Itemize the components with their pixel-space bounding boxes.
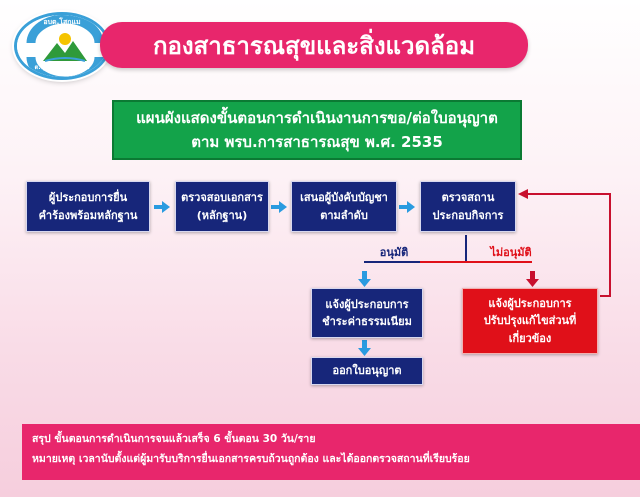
step-label-line: เกี่ยวข้อง <box>508 331 552 345</box>
step-propose-supervisor: เสนอผู้บังคับบัญชา ตามลำดับ <box>291 181 397 232</box>
banner-title-line: แผนผังแสดงขั้นตอนการดำเนินงานการขอ/ต่อใบ… <box>136 109 498 127</box>
branch-lines <box>364 235 532 263</box>
reject-label: ไม่อนุมัติ <box>490 246 532 259</box>
step-label-line: ตรวจสอบเอกสาร <box>181 191 263 205</box>
step-issue-license: ออกใบอนุญาต <box>311 357 423 385</box>
arrow-reject-feedback-loop <box>518 189 611 297</box>
step-label-line: เสนอผู้บังคับบัญชา <box>300 191 388 205</box>
step-label-line: (หลักฐาน) <box>196 208 248 222</box>
summary-footer: สรุป ขั้นตอนการดำเนินการจนแล้วเสร็จ 6 ขั… <box>22 424 640 480</box>
arrow-step2-to-step3 <box>271 201 287 213</box>
approve-label: อนุมัติ <box>379 246 409 259</box>
arrow-fee-to-license <box>358 340 371 356</box>
organization-logo <box>14 12 110 80</box>
step-notify-pay-fee: แจ้งผู้ประกอบการ ชำระค่าธรรมเนียม <box>311 288 423 338</box>
page-title: กองสาธารณสุขและสิ่งแวดล้อม <box>100 22 528 68</box>
procedure-banner: แผนผังแสดงขั้นตอนการดำเนินงานการขอ/ต่อใบ… <box>112 100 522 160</box>
note-text: หมายเหตุ เวลานับตั้งแต่ผู้มารับบริการยื่… <box>32 452 470 465</box>
arrow-approve-down <box>358 271 371 287</box>
arrow-reject-down <box>526 271 539 287</box>
step-label-line: แจ้งผู้ประกอบการ <box>488 297 572 311</box>
step-label-line: ออกใบอนุญาต <box>332 364 402 378</box>
step-label-line: ตรวจสถาน <box>441 191 495 205</box>
step-label-line: ปรับปรุงแก้ไขส่วนที่ <box>483 314 577 328</box>
step-label-line: คำร้องพร้อมหลักฐาน <box>38 208 138 222</box>
step-label-line: ประกอบกิจการ <box>432 208 504 222</box>
arrow-step1-to-step2 <box>154 201 170 213</box>
step-label-line: ผู้ประกอบการยื่น <box>48 191 128 205</box>
step-label-line: ชำระค่าธรรมเนียม <box>322 315 412 328</box>
step-check-documents: ตรวจสอบเอกสาร (หลักฐาน) <box>175 181 269 232</box>
logo-bottom-text: ต.ทุ่งนนทรี อ.เสิงสาง <box>34 64 90 71</box>
banner-subtitle-line: ตาม พรบ.การสาธารณสุข พ.ศ. 2535 <box>191 133 443 151</box>
logo-top-text: อบต.โสกแม <box>43 18 81 26</box>
arrow-step3-to-step4 <box>399 201 415 213</box>
step-submit-request: ผู้ประกอบการยื่น คำร้องพร้อมหลักฐาน <box>26 181 150 232</box>
summary-text: สรุป ขั้นตอนการดำเนินการจนแล้วเสร็จ 6 ขั… <box>32 433 316 445</box>
step-label-line: ตามลำดับ <box>320 208 368 222</box>
step-notify-improve: แจ้งผู้ประกอบการ ปรับปรุงแก้ไขส่วนที่ เก… <box>462 288 598 354</box>
step-label-line: แจ้งผู้ประกอบการ <box>325 297 409 311</box>
step-inspect-premises: ตรวจสถาน ประกอบกิจการ <box>420 181 516 232</box>
